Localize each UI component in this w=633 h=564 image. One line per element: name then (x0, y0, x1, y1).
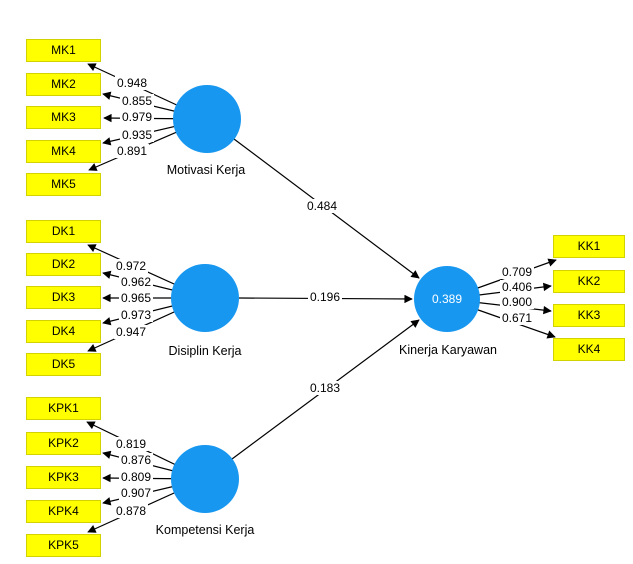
indicator-kpk5[interactable]: KPK5 (26, 534, 101, 557)
construct-label-kompetensi-kerja: Kompetensi Kerja (155, 523, 255, 537)
indicator-kpk1[interactable]: KPK1 (26, 397, 101, 420)
loading-kpk1: 0.819 (113, 437, 149, 451)
path-coefficient-disiplin-kinerja: 0.196 (307, 290, 343, 304)
construct-label-disiplin-kerja: Disiplin Kerja (168, 344, 242, 358)
indicator-dk3[interactable]: DK3 (26, 286, 101, 309)
indicator-kk4[interactable]: KK4 (553, 338, 625, 361)
r-square-value: 0.389 (431, 292, 463, 306)
indicator-mk5[interactable]: MK5 (26, 173, 101, 196)
indicator-mk4[interactable]: MK4 (26, 140, 101, 163)
indicator-dk5[interactable]: DK5 (26, 353, 101, 376)
construct-kinerja-karyawan[interactable]: 0.389 (414, 266, 480, 332)
loading-dk1: 0.972 (113, 259, 149, 273)
construct-label-motivasi-kerja: Motivasi Kerja (166, 163, 246, 177)
indicator-dk2[interactable]: DK2 (26, 253, 101, 276)
loading-kk1: 0.709 (499, 265, 535, 279)
indicator-kpk2[interactable]: KPK2 (26, 432, 101, 455)
loading-kk2: 0.406 (499, 280, 535, 294)
loading-mk4: 0.935 (119, 128, 155, 142)
loading-kpk4: 0.907 (118, 486, 154, 500)
indicator-mk3[interactable]: MK3 (26, 106, 101, 129)
indicator-kk1[interactable]: KK1 (553, 235, 625, 258)
loading-kpk5: 0.878 (113, 504, 149, 518)
indicator-mk2[interactable]: MK2 (26, 73, 101, 96)
path-coefficient-kompetensi-kinerja: 0.183 (307, 381, 343, 395)
construct-label-kinerja-karyawan: Kinerja Karyawan (399, 343, 497, 357)
loading-kk4: 0.671 (499, 311, 535, 325)
construct-kompetensi-kerja[interactable] (171, 445, 239, 513)
loading-dk5: 0.947 (113, 325, 149, 339)
loading-mk5: 0.891 (114, 144, 150, 158)
indicator-kk3[interactable]: KK3 (553, 304, 625, 327)
path-coefficient-motivasi-kinerja: 0.484 (304, 199, 340, 213)
loading-dk4: 0.973 (118, 308, 154, 322)
indicator-kpk4[interactable]: KPK4 (26, 500, 101, 523)
indicator-dk1[interactable]: DK1 (26, 220, 101, 243)
construct-disiplin-kerja[interactable] (171, 264, 239, 332)
loading-kk3: 0.900 (499, 295, 535, 309)
loading-dk2: 0.962 (118, 275, 154, 289)
indicator-kpk3[interactable]: KPK3 (26, 466, 101, 489)
construct-motivasi-kerja[interactable] (173, 85, 241, 153)
loading-mk3: 0.979 (119, 110, 155, 124)
loading-mk1: 0.948 (114, 76, 150, 90)
indicator-mk1[interactable]: MK1 (26, 39, 101, 62)
indicator-kk2[interactable]: KK2 (553, 270, 625, 293)
loading-kpk3: 0.809 (118, 470, 154, 484)
indicator-dk4[interactable]: DK4 (26, 320, 101, 343)
loading-dk3: 0.965 (118, 291, 154, 305)
loading-kpk2: 0.876 (118, 453, 154, 467)
loading-mk2: 0.855 (119, 94, 155, 108)
